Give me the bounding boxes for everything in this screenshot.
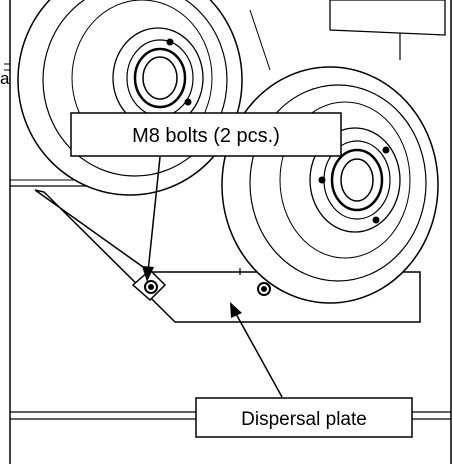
housing-bracket xyxy=(329,0,446,36)
plate-leader-line xyxy=(234,311,283,398)
plate-callout-label: Dispersal plate xyxy=(241,409,367,430)
bolts-callout-label: M8 bolts (2 pcs.) xyxy=(132,125,280,147)
cut-off-label: a xyxy=(0,69,10,88)
upper-roller-wheel xyxy=(17,0,243,196)
bolts-callout-box xyxy=(70,112,342,157)
housing-line xyxy=(249,9,271,71)
bolts-leader-line xyxy=(147,156,161,273)
bolt-right xyxy=(257,282,271,296)
plate-arrowhead xyxy=(230,302,242,318)
plate-callout: Dispersal plate xyxy=(195,302,413,438)
bolt-left xyxy=(131,268,167,302)
lower-roller-wheel xyxy=(221,66,439,304)
bolts-arrowhead xyxy=(142,266,154,282)
plate-callout-box xyxy=(195,397,413,438)
bolts-callout: M8 bolts (2 pcs.) xyxy=(70,112,342,282)
